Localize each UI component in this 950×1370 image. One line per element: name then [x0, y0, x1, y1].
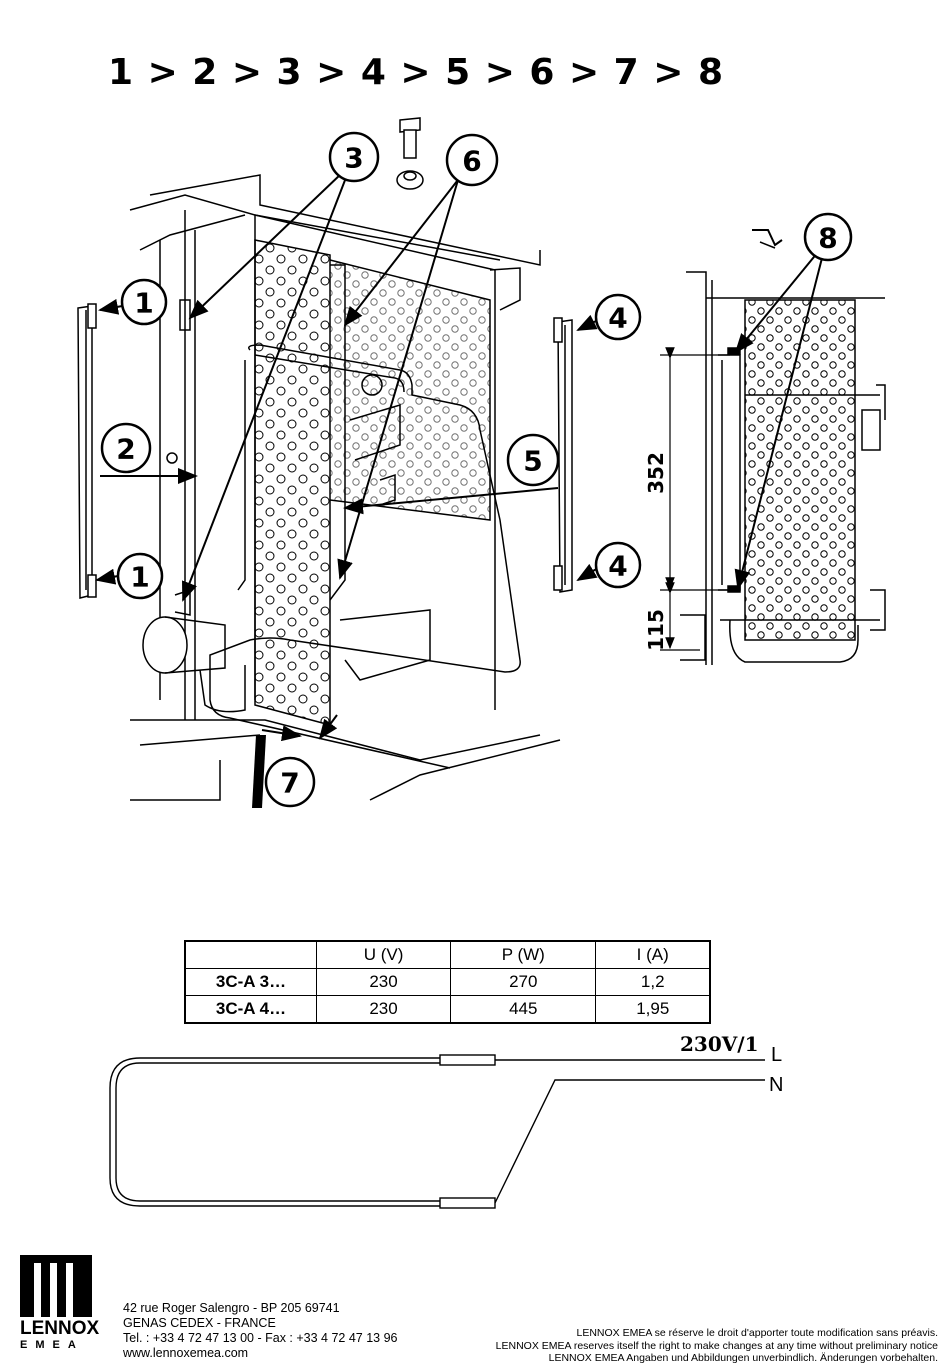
- callout-5: 5: [523, 445, 542, 478]
- table-row: 3C-A 3… 230 270 1,2: [184, 968, 711, 996]
- electrical-spec-table: U (V) P (W) I (A) 3C-A 3… 230 270 1,2 3C…: [184, 940, 711, 1024]
- bracket-left: [77, 303, 97, 599]
- table-header-cell: U (V): [315, 940, 452, 969]
- callout-2: 2: [116, 433, 135, 466]
- table-row: 3C-A 4… 230 445 1,95: [184, 995, 711, 1024]
- lennox-logo: LENNOX EMEA: [20, 1255, 100, 1351]
- step-sequence: 1 > 2 > 3 > 4 > 5 > 6 > 7 > 8: [108, 52, 725, 93]
- dimension-352: 352: [644, 452, 668, 494]
- logo-mark: [20, 1255, 92, 1317]
- bracket-right: [553, 317, 573, 593]
- side-view: [680, 229, 886, 665]
- callout-7-arrow: [252, 735, 266, 808]
- logo-subtitle: EMEA: [20, 1339, 84, 1351]
- callout-7: 7: [280, 767, 299, 800]
- model-cell: 3C-A 4…: [184, 995, 317, 1024]
- neutral-terminal-label: N: [769, 1074, 784, 1096]
- bolt-and-nut: [396, 117, 424, 190]
- heating-element-wiring: [109, 1054, 765, 1209]
- logo-wordmark: LENNOX: [20, 1318, 100, 1339]
- callout-8: 8: [818, 222, 837, 255]
- callout-leaders: [95, 172, 823, 742]
- dimension-115: 115: [644, 609, 668, 651]
- table-header-cell: I (A): [595, 940, 711, 969]
- live-terminal-label: L: [771, 1044, 783, 1066]
- table-header-row: U (V) P (W) I (A): [184, 940, 711, 969]
- disclaimer: LENNOX EMEA se réserve le droit d'apport…: [496, 1327, 938, 1365]
- address-line: GENAS CEDEX - FRANCE: [123, 1316, 276, 1330]
- supply-voltage-label: 230V/1: [680, 1032, 759, 1056]
- disclaimer-de: LENNOX EMEA Angaben und Abbildungen unve…: [548, 1352, 938, 1364]
- current-cell: 1,95: [595, 995, 711, 1024]
- table-header-cell: P (W): [450, 940, 597, 969]
- callout-4-bottom: 4: [608, 550, 627, 583]
- power-cell: 445: [450, 995, 597, 1024]
- callout-circles: [100, 131, 853, 808]
- company-address: 42 rue Roger Salengro - BP 205 69741 GEN…: [123, 1301, 398, 1361]
- disclaimer-en: LENNOX EMEA reserves itself the right to…: [495, 1339, 938, 1352]
- callout-6: 6: [462, 145, 481, 178]
- power-cell: 270: [450, 968, 597, 996]
- callout-3: 3: [344, 142, 363, 175]
- address-line: 42 rue Roger Salengro - BP 205 69741: [123, 1301, 340, 1315]
- main-unit-view: [129, 174, 561, 801]
- disclaimer-fr: LENNOX EMEA se réserve le droit d'apport…: [576, 1327, 938, 1339]
- callout-1-top: 1: [134, 287, 153, 320]
- current-cell: 1,2: [595, 968, 711, 996]
- website-link[interactable]: www.lennoxemea.com: [123, 1346, 249, 1360]
- callout-1-bottom: 1: [130, 561, 149, 594]
- voltage-cell: 230: [315, 995, 452, 1024]
- phone-fax: Tel. : +33 4 72 47 13 00 - Fax : +33 4 7…: [123, 1331, 398, 1345]
- voltage-cell: 230: [315, 968, 452, 996]
- callout-4-top: 4: [608, 302, 627, 335]
- model-cell: 3C-A 3…: [184, 968, 317, 996]
- table-header-cell: [184, 940, 317, 969]
- dimension-lines: [660, 347, 730, 651]
